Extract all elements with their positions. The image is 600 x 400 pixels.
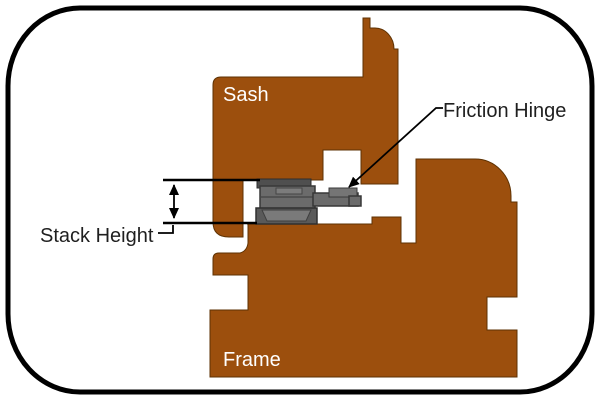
frame-label: Frame xyxy=(223,349,281,371)
hinge-arm-step xyxy=(328,187,358,198)
sash-profile xyxy=(212,17,399,238)
rounded-border xyxy=(5,5,595,395)
sash-label: Sash xyxy=(223,84,269,106)
stack-height-dimension xyxy=(158,178,260,234)
hinge-arm-end xyxy=(348,195,362,207)
stack-height-label: Stack Height xyxy=(40,225,154,247)
friction-hinge-leader-arrow xyxy=(348,107,443,188)
friction-hinge-label: Friction Hinge xyxy=(443,100,566,122)
friction-hinge-assembly xyxy=(255,178,362,225)
stack-height-leader-line xyxy=(158,225,174,234)
frame-profile xyxy=(209,158,518,378)
hinge-channel-inner xyxy=(261,209,312,222)
hinge-top-tab xyxy=(275,187,303,195)
